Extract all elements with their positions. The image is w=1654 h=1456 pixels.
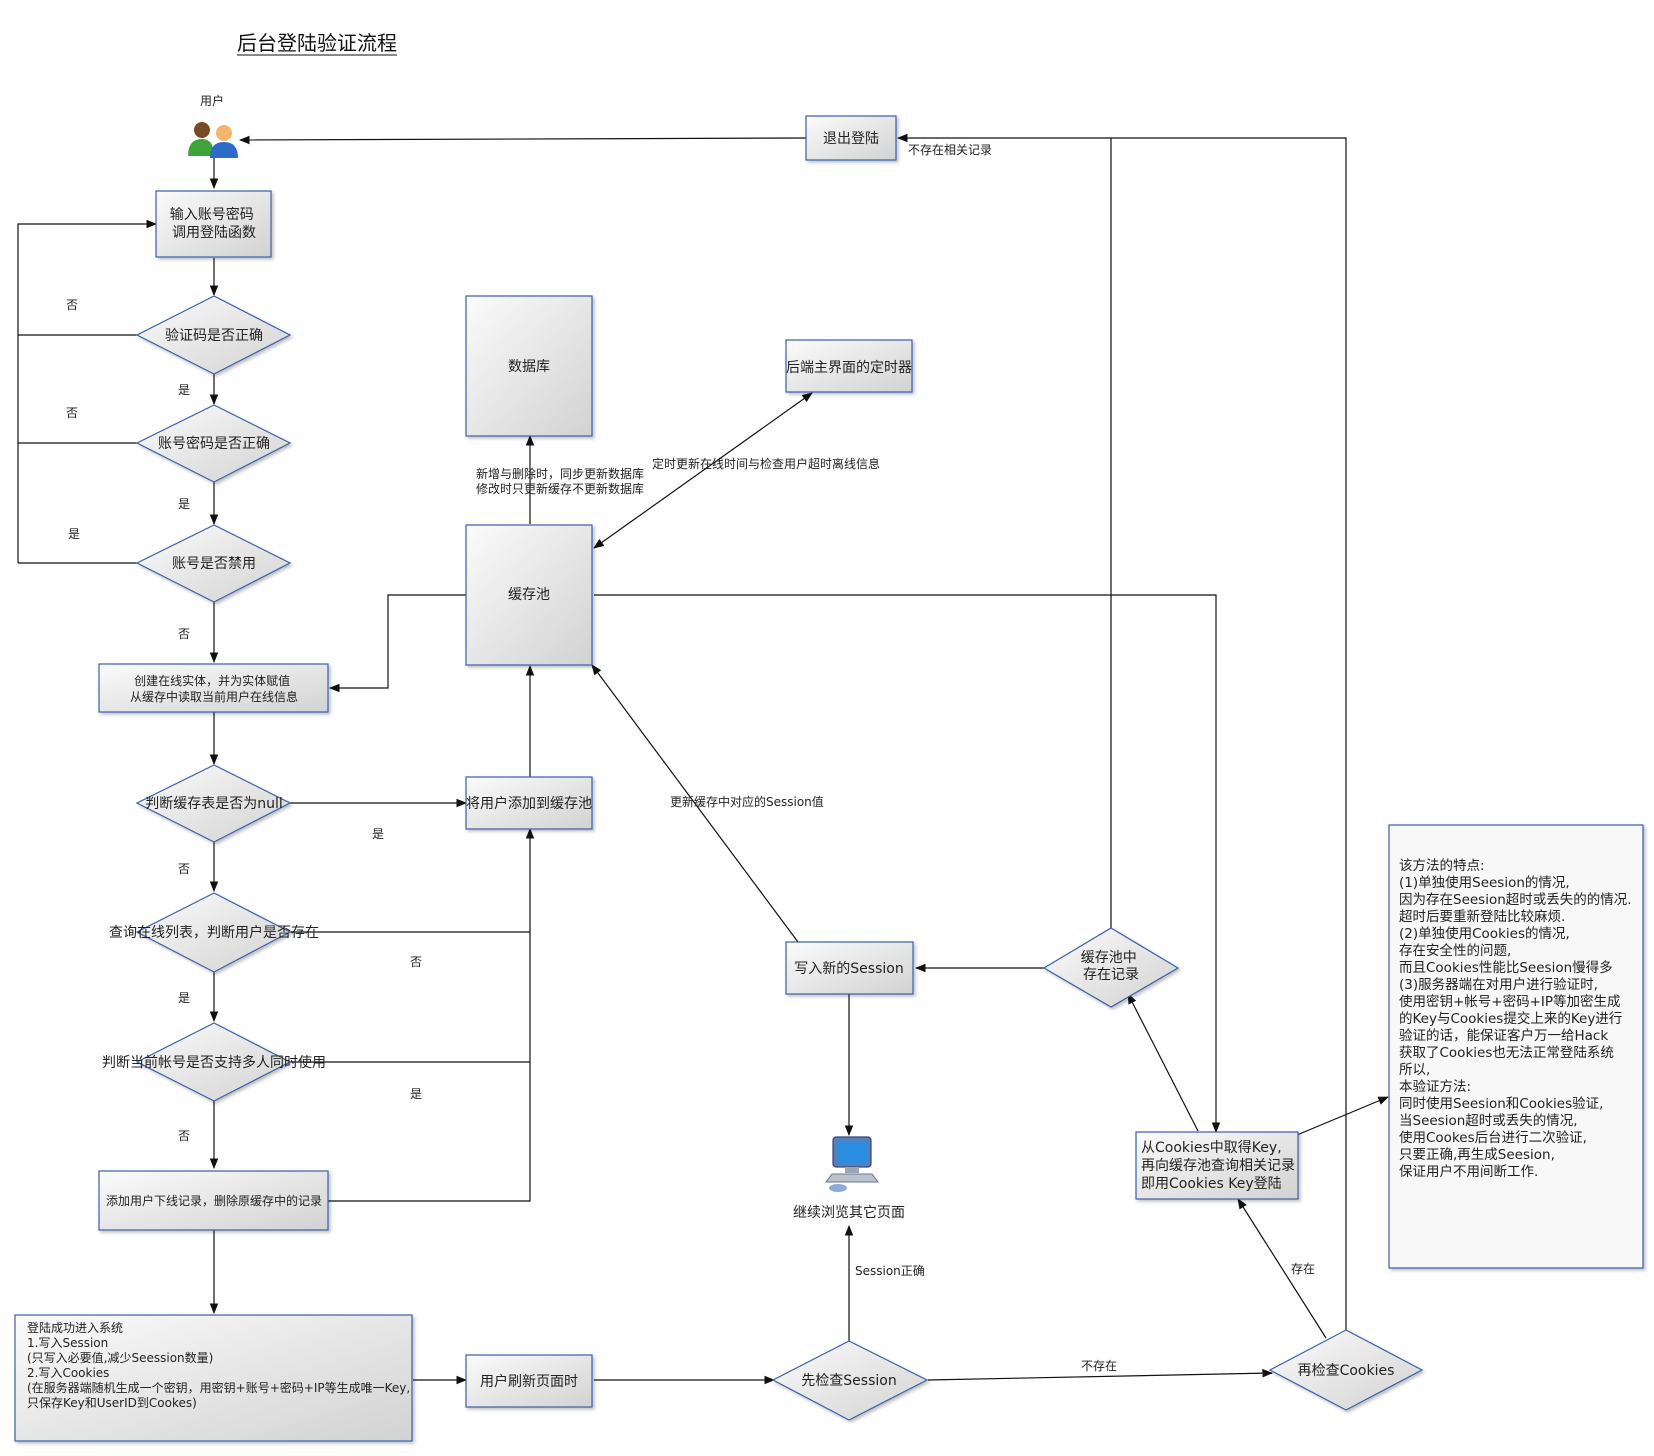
- login-success-node: 登陆成功进入系统 1.写入Session (只写入必要值,减少Seession数…: [14, 1314, 414, 1442]
- check-captcha-node: 验证码是否正确: [135, 295, 292, 375]
- svg-text:查询在线列表，判断用户是否存在: 查询在线列表，判断用户是否存在: [109, 924, 319, 941]
- cookies-key-node: 从Cookies中取得Key, 再向缓存池查询相关记录 即用Cookies Ke…: [1135, 1131, 1299, 1200]
- svg-text:数据库: 数据库: [508, 359, 550, 375]
- svg-text:再检查Cookies: 再检查Cookies: [1298, 1363, 1395, 1379]
- label-not-exist: 不存在: [1081, 1359, 1117, 1373]
- svg-text:登陆成功进入系统 1.写入Sess: 登陆成功进入系统 1.写入Session (只写入必要值,减少Seession数…: [27, 1320, 414, 1410]
- svg-text:该方法的特点: (1)单独使用Seesion的情: 该方法的特点: (1)单独使用Seesion的情况, 因为存在Seesion超时…: [1399, 858, 1636, 1180]
- check-disabled-node: 账号是否禁用: [135, 524, 292, 603]
- label-db-sync: 新增与删除时，同步更新数据库 修改时只更新缓存不更新数据库: [476, 466, 648, 496]
- label-password-yes: 是: [178, 497, 190, 511]
- edge-pool-cookieskey: [594, 594, 1221, 1134]
- add-offline-node: 添加用户下线记录，删除原缓存中的记录: [98, 1170, 329, 1231]
- users-icon: 用户: [188, 93, 238, 158]
- label-update-session: 更新缓存中对应的Session值: [670, 794, 824, 809]
- svg-text:写入新的Session: 写入新的Session: [794, 961, 903, 977]
- continue-browse-label: 继续浏览其它页面: [793, 1204, 905, 1221]
- refresh-page-node: 用户刷新页面时: [465, 1354, 593, 1408]
- check-multi-node: 判断当前帐号是否支持多人同时使用: [102, 1022, 326, 1102]
- label-null-no: 否: [178, 862, 190, 876]
- edge-timer-pool: [593, 392, 813, 549]
- label-captcha-yes: 是: [178, 383, 190, 397]
- page-title: 后台登陆验证流程: [237, 31, 397, 55]
- label-multi-no: 否: [178, 1129, 190, 1143]
- svg-text:判断缓存表是否为null: 判断缓存表是否为null: [145, 796, 283, 812]
- svg-text:缓存池中 存在记录: 缓存池中 存在记录: [1081, 950, 1141, 983]
- cache-pool-node: 缓存池: [465, 524, 593, 666]
- label-null-yes: 是: [372, 827, 384, 841]
- label-exist: 存在: [1291, 1262, 1315, 1276]
- svg-text:账号是否禁用: 账号是否禁用: [172, 556, 256, 572]
- label-session-ok: Session正确: [855, 1264, 925, 1278]
- cache-record-node: 缓存池中 存在记录: [1042, 927, 1180, 1008]
- label-no-record: 不存在相关记录: [908, 143, 992, 157]
- edge-cookieskey-note: [1296, 1096, 1389, 1136]
- svg-text:创建在线实体，并为实体赋值 从缓存中读取当前用户: 创建在线实体，并为实体赋值 从缓存中读取当前用户在线信息: [130, 673, 298, 704]
- svg-text:退出登陆: 退出登陆: [823, 131, 879, 147]
- logout-node: 退出登陆: [805, 115, 897, 161]
- svg-text:先检查Session: 先检查Session: [801, 1373, 896, 1389]
- user-label: 用户: [200, 93, 224, 108]
- edge-cookieskey-record: [1127, 993, 1199, 1132]
- label-timer-update: 定时更新在线时间与检查用户超时离线信息: [652, 456, 880, 471]
- create-entity-node: 创建在线实体，并为实体赋值 从缓存中读取当前用户在线信息: [98, 663, 329, 713]
- input-login-node: 输入账号密码 调用登陆函数: [155, 190, 272, 258]
- svg-text:输入账号密码 调用登陆函数: 输入账号密码 调用登陆函数: [170, 206, 258, 241]
- check-cache-null-node: 判断缓存表是否为null: [135, 764, 292, 843]
- computer-icon: [825, 1136, 879, 1192]
- edge-writesession-pool: [591, 664, 799, 943]
- svg-text:账号密码是否正确: 账号密码是否正确: [158, 435, 270, 452]
- edge-cookies-cookieskey: [1237, 1198, 1327, 1339]
- add-to-cache-node: 将用户添加到缓存池: [465, 776, 593, 830]
- edge-pool-create: [328, 594, 466, 693]
- method-note: 该方法的特点: (1)单独使用Seesion的情况, 因为存在Seesion超时…: [1388, 824, 1644, 1269]
- label-disabled-yes: 是: [68, 527, 80, 541]
- svg-text:判断当前帐号是否支持多人同时使用: 判断当前帐号是否支持多人同时使用: [102, 1054, 326, 1071]
- query-online-node: 查询在线列表，判断用户是否存在: [109, 892, 319, 973]
- svg-text:从Cookies中取得Key, 再向缓存池查询相: 从Cookies中取得Key, 再向缓存池查询相关记录 即用Cookies Ke…: [1141, 1139, 1299, 1192]
- label-query-yes: 是: [178, 991, 190, 1005]
- timer-node: 后端主界面的定时器: [785, 339, 913, 393]
- label-multi-yes: 是: [410, 1087, 422, 1101]
- edge-logout-user: [238, 135, 807, 145]
- label-disabled-no: 否: [178, 627, 190, 641]
- edge-cookies-logout: [896, 133, 1347, 1330]
- check-session-node: 先检查Session: [771, 1340, 929, 1421]
- check-cookies-node: 再检查Cookies: [1268, 1329, 1424, 1411]
- svg-text:后端主界面的定时器: 后端主界面的定时器: [786, 360, 912, 376]
- svg-text:验证码是否正确: 验证码是否正确: [165, 328, 263, 344]
- svg-text:用户刷新页面时: 用户刷新页面时: [480, 1373, 578, 1390]
- edge-session-cookies: [927, 1368, 1274, 1381]
- svg-text:将用户添加到缓存池: 将用户添加到缓存池: [466, 795, 592, 812]
- edge-loop-back: [17, 219, 158, 563]
- label-password-no: 否: [66, 406, 78, 420]
- check-password-node: 账号密码是否正确: [135, 404, 292, 483]
- label-captcha-no: 否: [66, 298, 78, 312]
- edge-offline-addcache: [328, 827, 535, 1202]
- database-node: 数据库: [465, 295, 593, 437]
- label-query-no: 否: [410, 955, 422, 969]
- write-session-node: 写入新的Session: [785, 941, 914, 995]
- svg-text:添加用户下线记录，删除原缓存中的记录: 添加用户下线记录，删除原缓存中的记录: [106, 1193, 322, 1208]
- svg-text:缓存池: 缓存池: [508, 587, 550, 603]
